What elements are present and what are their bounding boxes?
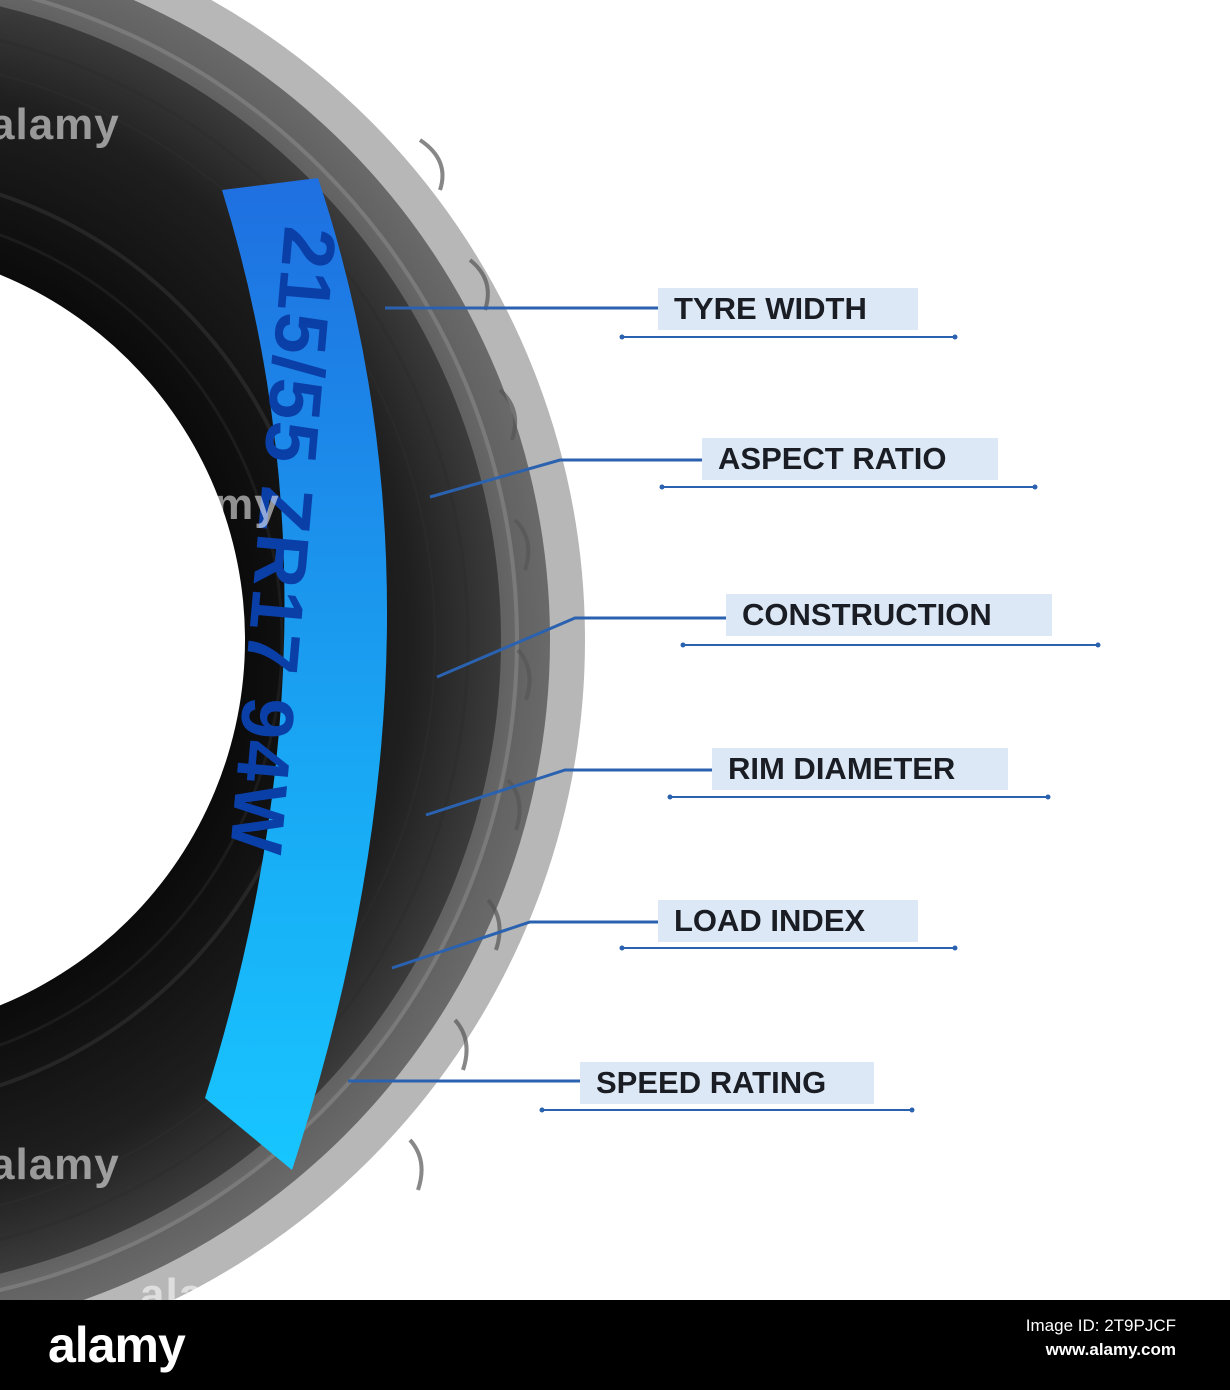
underline-endpoint — [659, 484, 665, 490]
footer-url: www.alamy.com — [1045, 1340, 1176, 1359]
leader-line — [436, 616, 726, 679]
footer-info: Image ID: 2T9PJCF www.alamy.com — [1026, 1314, 1176, 1362]
leader-line — [429, 458, 702, 499]
underline-endpoint — [619, 945, 625, 951]
label-load-index: LOAD INDEX — [658, 900, 918, 942]
label-tyre-width: TYRE WIDTH — [658, 288, 918, 330]
tyre-inner-hole — [0, 274, 245, 1006]
footer-bar: alamy Image ID: 2T9PJCF www.alamy.com — [0, 1300, 1230, 1390]
underline-endpoint — [667, 794, 673, 800]
underline-endpoint — [539, 1107, 545, 1113]
underline-endpoint — [1032, 484, 1038, 490]
image-id: Image ID: 2T9PJCF — [1025, 1316, 1176, 1335]
underline-endpoint — [952, 945, 958, 951]
underline-endpoint — [1045, 794, 1051, 800]
label-rim-diameter: RIM DIAMETER — [712, 748, 1008, 790]
footer-logo: alamy — [48, 1317, 186, 1373]
sidewall-code-band — [205, 178, 388, 1170]
tyre-outer — [0, 0, 550, 1300]
tyre-illustration: 215/55 ZR17 94W — [0, 0, 1101, 1300]
underline-endpoint — [1095, 642, 1101, 648]
leader-line — [425, 768, 712, 817]
label-construction: CONSTRUCTION — [726, 594, 1052, 636]
leader-lines — [348, 306, 726, 1083]
underline-endpoint — [909, 1107, 915, 1113]
leader-line — [391, 920, 658, 970]
underline-endpoint — [619, 334, 625, 340]
label-speed-rating: SPEED RATING — [580, 1062, 874, 1104]
label-aspect-ratio: ASPECT RATIO — [702, 438, 998, 480]
underline-endpoint — [952, 334, 958, 340]
underline-endpoint — [680, 642, 686, 648]
label-underlines — [539, 334, 1101, 1113]
